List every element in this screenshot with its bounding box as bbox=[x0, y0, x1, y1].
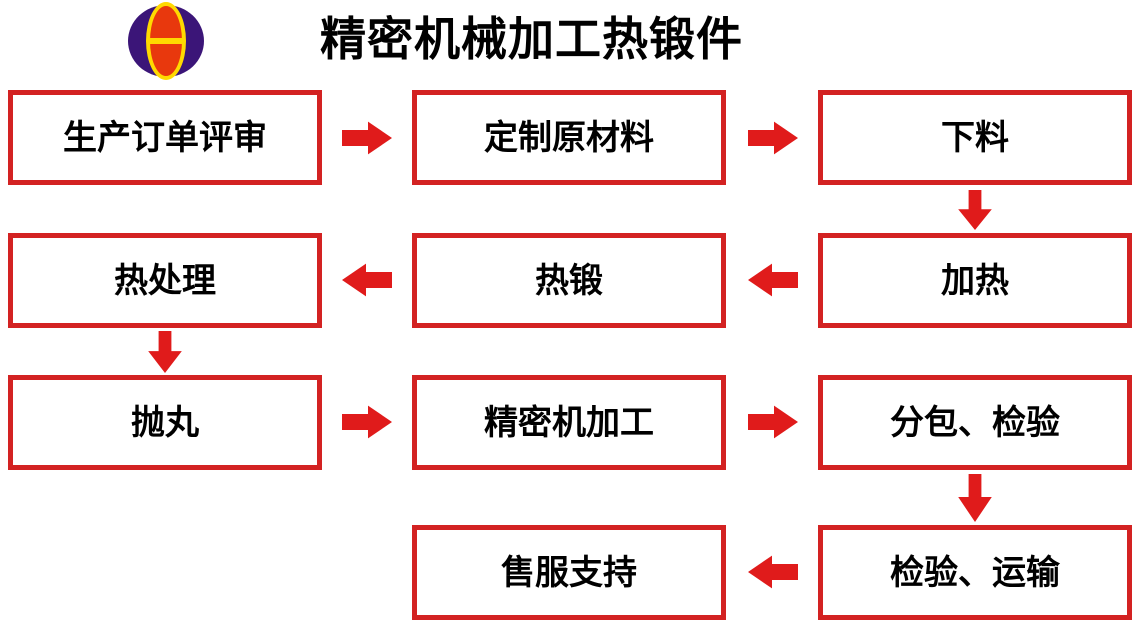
flow-node-n9[interactable]: 分包、检验 bbox=[818, 375, 1132, 470]
logo-cross-bar bbox=[148, 38, 184, 44]
flow-node-n4[interactable]: 热处理 bbox=[8, 233, 322, 328]
flow-node-label: 下料 bbox=[941, 117, 1009, 158]
arrow-right-icon bbox=[748, 118, 798, 158]
flow-node-label: 精密机加工 bbox=[484, 402, 654, 443]
flow-node-n11[interactable]: 检验、运输 bbox=[818, 525, 1132, 620]
flow-node-label: 生产订单评审 bbox=[63, 117, 267, 158]
page-title: 精密机械加工热锻件 bbox=[320, 12, 743, 66]
arrow-left-icon bbox=[342, 260, 392, 300]
flow-node-label: 热处理 bbox=[114, 260, 216, 301]
flow-node-n7[interactable]: 抛丸 bbox=[8, 375, 322, 470]
flow-node-n1[interactable]: 生产订单评审 bbox=[8, 90, 322, 185]
flow-node-n5[interactable]: 热锻 bbox=[412, 233, 726, 328]
arrow-left-icon bbox=[748, 552, 798, 592]
flow-node-label: 售服支持 bbox=[501, 552, 637, 593]
arrow-left-icon bbox=[748, 260, 798, 300]
flow-node-label: 检验、运输 bbox=[890, 552, 1060, 593]
arrow-right-icon bbox=[342, 118, 392, 158]
theta-logo-icon bbox=[128, 2, 204, 80]
arrow-right-icon bbox=[748, 402, 798, 442]
flow-node-n10[interactable]: 售服支持 bbox=[412, 525, 726, 620]
arrow-down-icon bbox=[145, 331, 185, 373]
flow-node-n3[interactable]: 下料 bbox=[818, 90, 1132, 185]
arrow-right-icon bbox=[342, 402, 392, 442]
flow-node-label: 加热 bbox=[941, 260, 1009, 301]
arrow-down-icon bbox=[955, 474, 995, 522]
flow-node-label: 热锻 bbox=[535, 260, 603, 301]
arrow-down-icon bbox=[955, 190, 995, 230]
flow-node-n6[interactable]: 加热 bbox=[818, 233, 1132, 328]
flow-node-label: 抛丸 bbox=[131, 402, 199, 443]
flow-node-label: 分包、检验 bbox=[890, 402, 1060, 443]
flow-node-label: 定制原材料 bbox=[484, 117, 654, 158]
flow-node-n8[interactable]: 精密机加工 bbox=[412, 375, 726, 470]
flow-node-n2[interactable]: 定制原材料 bbox=[412, 90, 726, 185]
